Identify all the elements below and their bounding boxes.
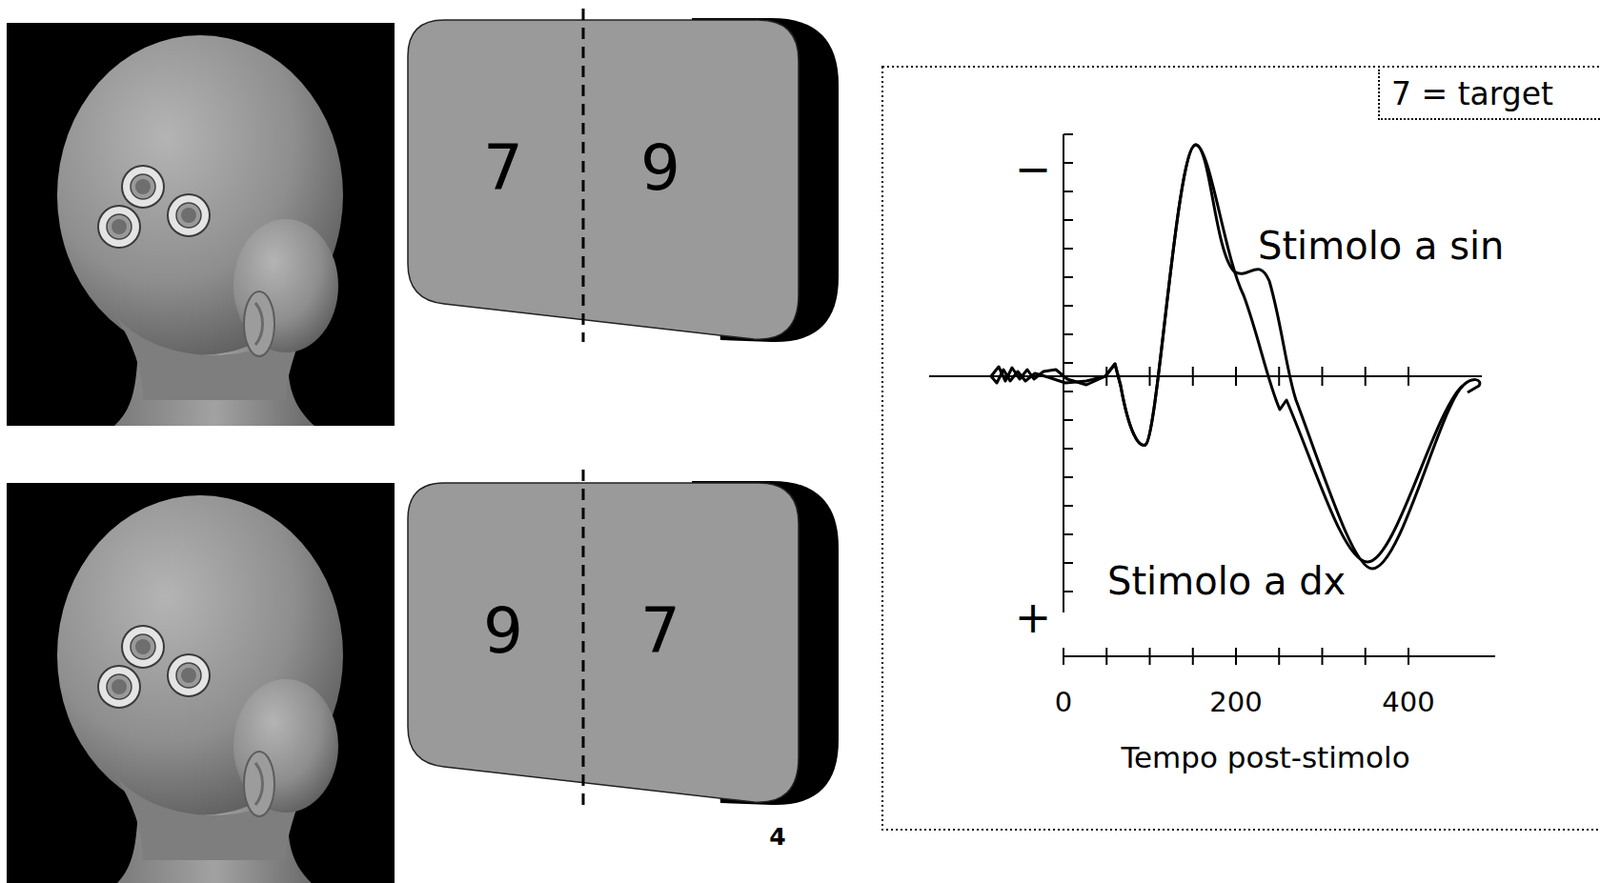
screen-shape bbox=[405, 481, 839, 806]
note-text: 7 = target bbox=[1391, 78, 1554, 110]
chart-axes bbox=[1063, 134, 1496, 657]
digit: 7 bbox=[483, 137, 524, 201]
digit: 9 bbox=[483, 600, 524, 664]
screen-box: 79 bbox=[405, 18, 839, 343]
target-note: 7 = target bbox=[1377, 69, 1600, 121]
screen-box: 97 bbox=[405, 481, 839, 806]
curve-label: Stimolo a dx bbox=[1105, 561, 1348, 602]
head-figure bbox=[6, 483, 395, 883]
digit: 7 bbox=[640, 600, 681, 664]
tick-label: 200 bbox=[1207, 688, 1264, 717]
chart-panel bbox=[882, 66, 1600, 831]
axis-sign: + bbox=[1012, 594, 1054, 641]
erp-waveforms bbox=[991, 144, 1480, 569]
axis-sign: − bbox=[1012, 145, 1054, 192]
tick-label: 400 bbox=[1379, 688, 1437, 717]
head-figure bbox=[6, 22, 395, 426]
curve-label: Stimolo a sin bbox=[1255, 225, 1506, 266]
page-number: 4 bbox=[767, 825, 788, 851]
axis-ticks bbox=[929, 134, 1482, 666]
axis-title: Tempo post-stimolo bbox=[1118, 742, 1412, 774]
screen-shape bbox=[405, 18, 839, 343]
tick-label: 0 bbox=[1053, 688, 1074, 717]
digit: 9 bbox=[640, 137, 681, 201]
